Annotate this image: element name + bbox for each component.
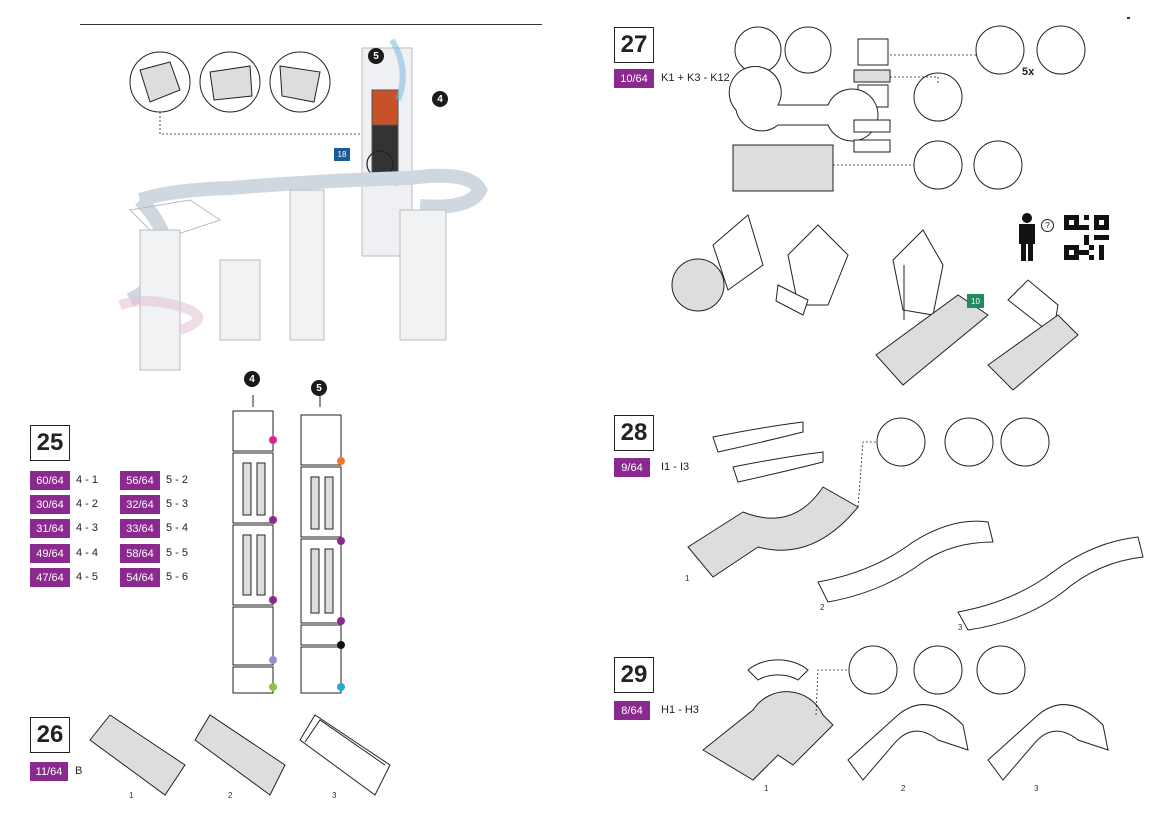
step-26-sub-1: 1: [129, 791, 134, 800]
step-29-sub-3: 3: [1034, 784, 1039, 793]
step-28-badge: 9/64: [614, 458, 650, 477]
overview-callout-4: 4: [432, 91, 448, 107]
step-27-number: 27: [614, 27, 654, 63]
step-27-label: K1 + K3 - K12: [661, 72, 730, 84]
overview-callout-5: 5: [368, 48, 384, 64]
part-label: 4 - 2: [76, 498, 99, 510]
part-label: 5 - 4: [166, 522, 189, 534]
part-badge: 30/64: [30, 495, 70, 514]
step-28-number: 28: [614, 415, 654, 451]
part-badge: 32/64: [120, 495, 160, 514]
step-27-badge: 10/64: [614, 69, 654, 88]
part-badge: 33/64: [120, 519, 160, 538]
part-label: 5 - 2: [166, 474, 189, 486]
part-badge: 31/64: [30, 519, 70, 538]
step-26-number: 26: [30, 717, 70, 753]
part-badge: 60/64: [30, 471, 70, 490]
step-27-assembly-illustration: [671, 214, 1079, 391]
step-26-sub-2: 2: [228, 791, 233, 800]
top-rule: [80, 24, 542, 25]
qr-code-icon[interactable]: [1064, 215, 1109, 260]
part-badge: 47/64: [30, 568, 70, 587]
help-question-icon: ?: [1041, 219, 1054, 232]
page-corner-mark: [1127, 17, 1130, 19]
person-icon: [1019, 213, 1035, 261]
step-29-badge: 8/64: [614, 701, 650, 720]
part-badge: 56/64: [120, 471, 160, 490]
step-26-label: B: [75, 765, 83, 777]
part-label: 5 - 3: [166, 498, 189, 510]
step-29-number: 29: [614, 657, 654, 693]
step-26-badge: 11/64: [30, 762, 68, 781]
step-28-sub-1: 1: [685, 574, 690, 583]
step-27-repeat-count: 5x: [1022, 66, 1035, 78]
marble-run-overview-illustration: [118, 38, 488, 371]
part-badge: 54/64: [120, 568, 160, 587]
part-label: 4 - 1: [76, 474, 99, 486]
step-27-tag-10: 10: [967, 294, 984, 308]
step-29-sub-1: 1: [764, 784, 769, 793]
step-28-sub-3: 3: [958, 623, 963, 632]
step-28-track-illustration: [687, 417, 1144, 631]
part-label: 5 - 6: [166, 571, 189, 583]
step-26-sub-3: 3: [332, 791, 337, 800]
part-badge: 49/64: [30, 544, 70, 563]
step-28-sub-2: 2: [820, 603, 825, 612]
pillar-callout-5: 5: [311, 380, 327, 396]
step-28-label: I1 - I3: [661, 461, 690, 473]
step-25-number: 25: [30, 425, 70, 461]
step-25-pillars-illustration: [232, 395, 345, 694]
part-label: 4 - 3: [76, 522, 99, 534]
step-29-sub-2: 2: [901, 784, 906, 793]
part-label: 4 - 4: [76, 547, 99, 559]
part-label: 4 - 5: [76, 571, 99, 583]
step-29-label: H1 - H3: [661, 704, 699, 716]
step-26-tray-illustration: [89, 714, 391, 796]
pillar-callout-4: 4: [244, 371, 260, 387]
step-29-curve-illustration: [702, 645, 1109, 781]
overview-tag-18: 18: [334, 148, 350, 161]
part-label: 5 - 5: [166, 547, 189, 559]
step-27-parts-illustration: [728, 25, 1086, 192]
part-badge: 58/64: [120, 544, 160, 563]
